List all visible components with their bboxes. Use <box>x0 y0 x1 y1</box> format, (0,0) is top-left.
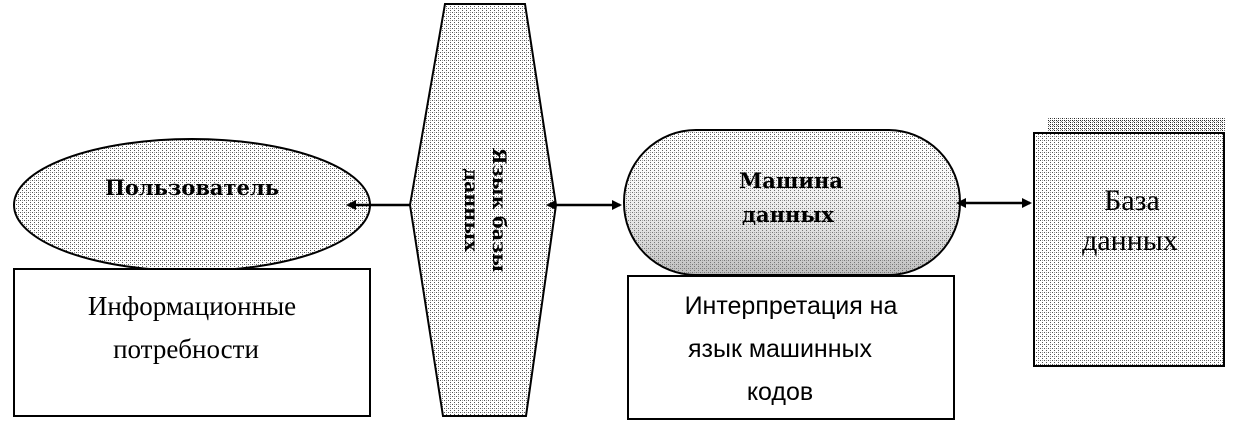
user-ellipse <box>13 138 371 272</box>
machine-node: Машина данных <box>623 129 961 276</box>
machine-label-line2: данных <box>742 202 834 227</box>
machine-caption-line1: Интерпретация на <box>685 292 898 320</box>
user-caption-line2: потребности <box>113 334 259 364</box>
database-box <box>1033 132 1225 367</box>
machine-caption-line3: кодов <box>747 378 813 406</box>
machine-caption-box: Интерпретация на язык машинных кодов <box>627 275 955 420</box>
database-label-line1: База <box>1104 184 1160 217</box>
database-node: База данных <box>1033 118 1225 367</box>
user-caption-line1: Информационные <box>88 291 296 321</box>
language-label-line1: Язык базы <box>488 148 510 272</box>
language-hexagon <box>408 3 558 417</box>
user-caption-rect <box>13 268 371 417</box>
machine-caption-line2: язык машинных <box>688 335 873 363</box>
user-label: Пользователь <box>105 175 279 200</box>
language-label-line2: данных <box>460 168 482 252</box>
machine-label-line1: Машина <box>739 168 843 193</box>
user-caption-box: Информационные потребности <box>13 268 371 417</box>
user-node: Пользователь <box>13 138 371 272</box>
machine-caption-rect <box>627 275 955 420</box>
database-label-line2: данных <box>1082 224 1178 257</box>
machine-shading <box>625 131 959 274</box>
language-node: Язык базы данных <box>408 3 558 417</box>
